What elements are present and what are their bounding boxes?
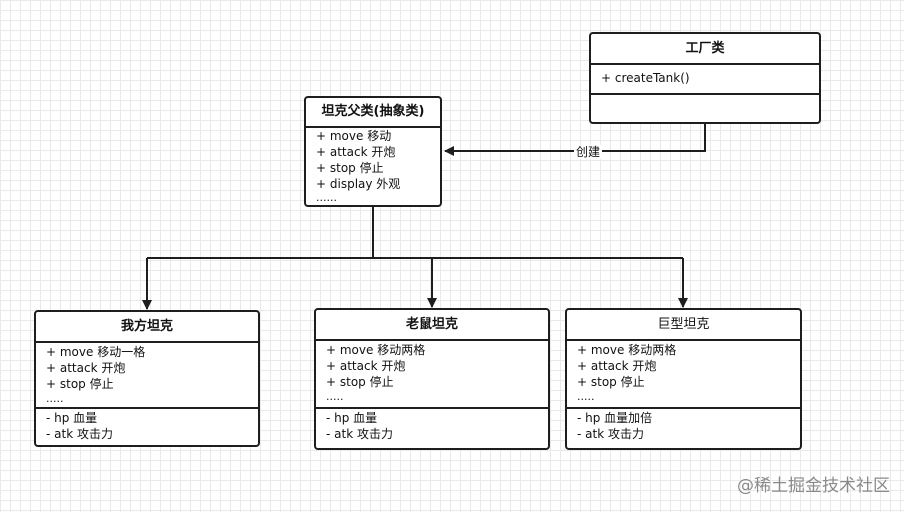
giant-tank-fields: - hp 血量加倍 - atk 攻击力	[567, 409, 800, 442]
giant-tank-methods: + move 移动两格 + attack 开炮 + stop 停止 .....	[567, 341, 800, 409]
my-tank-methods: + move 移动一格 + attack 开炮 + stop 停止 .....	[36, 343, 258, 409]
my-tank-class-box[interactable]: 我方坦克 + move 移动一格 + attack 开炮 + stop 停止 .…	[34, 310, 260, 447]
my-tank-fields: - hp 血量 - atk 攻击力	[36, 409, 258, 442]
giant-tank-class-box[interactable]: 巨型坦克 + move 移动两格 + attack 开炮 + stop 停止 .…	[565, 308, 802, 450]
my-tank-method-line: + stop 停止	[46, 377, 114, 391]
factory-fields	[591, 95, 819, 122]
my-tank-method-line: + move 移动一格	[46, 345, 146, 359]
mouse-tank-field-line: - atk 攻击力	[326, 427, 393, 441]
mouse-tank-class-box[interactable]: 老鼠坦克 + move 移动两格 + attack 开炮 + stop 停止 .…	[314, 308, 550, 450]
my-tank-method-line: + attack 开炮	[46, 361, 126, 375]
parent-class-title: 坦克父类(抽象类)	[306, 98, 440, 128]
factory-class-box[interactable]: 工厂类 + createTank()	[589, 32, 821, 124]
parent-method-line: + display 外观	[316, 177, 401, 191]
parent-class-box[interactable]: 坦克父类(抽象类) + move 移动 + attack 开炮 + stop 停…	[304, 96, 442, 207]
giant-tank-field-line: - hp 血量加倍	[577, 411, 653, 425]
giant-tank-method-line: + stop 停止	[577, 375, 645, 389]
mouse-tank-method-line: + move 移动两格	[326, 343, 426, 357]
parent-method-line: + stop 停止	[316, 161, 384, 175]
my-tank-field-line: - hp 血量	[46, 411, 98, 425]
mouse-tank-field-line: - hp 血量	[326, 411, 378, 425]
giant-tank-method-line: .....	[577, 390, 595, 403]
giant-tank-field-line: - atk 攻击力	[577, 427, 644, 441]
factory-class-title: 工厂类	[591, 34, 819, 65]
factory-method-line: + createTank()	[601, 71, 690, 85]
giant-tank-class-title: 巨型坦克	[567, 310, 800, 341]
parent-method-line: ......	[316, 191, 337, 204]
mouse-tank-fields: - hp 血量 - atk 攻击力	[316, 409, 548, 442]
my-tank-field-line: - atk 攻击力	[46, 427, 113, 441]
mouse-tank-class-title: 老鼠坦克	[316, 310, 548, 341]
mouse-tank-method-line: .....	[326, 390, 344, 403]
parent-methods: + move 移动 + attack 开炮 + stop 停止 + displa…	[306, 128, 440, 204]
create-edge-label: 创建	[574, 145, 603, 159]
factory-methods: + createTank()	[591, 65, 819, 95]
my-tank-method-line: .....	[46, 392, 64, 405]
mouse-tank-method-line: + attack 开炮	[326, 359, 406, 373]
parent-method-line: + attack 开炮	[316, 145, 396, 159]
giant-tank-method-line: + attack 开炮	[577, 359, 657, 373]
mouse-tank-method-line: + stop 停止	[326, 375, 394, 389]
my-tank-class-title: 我方坦克	[36, 312, 258, 343]
parent-method-line: + move 移动	[316, 129, 392, 143]
watermark: @稀土掘金技术社区	[737, 476, 890, 496]
mouse-tank-methods: + move 移动两格 + attack 开炮 + stop 停止 .....	[316, 341, 548, 409]
giant-tank-method-line: + move 移动两格	[577, 343, 677, 357]
create-connector	[444, 124, 706, 156]
